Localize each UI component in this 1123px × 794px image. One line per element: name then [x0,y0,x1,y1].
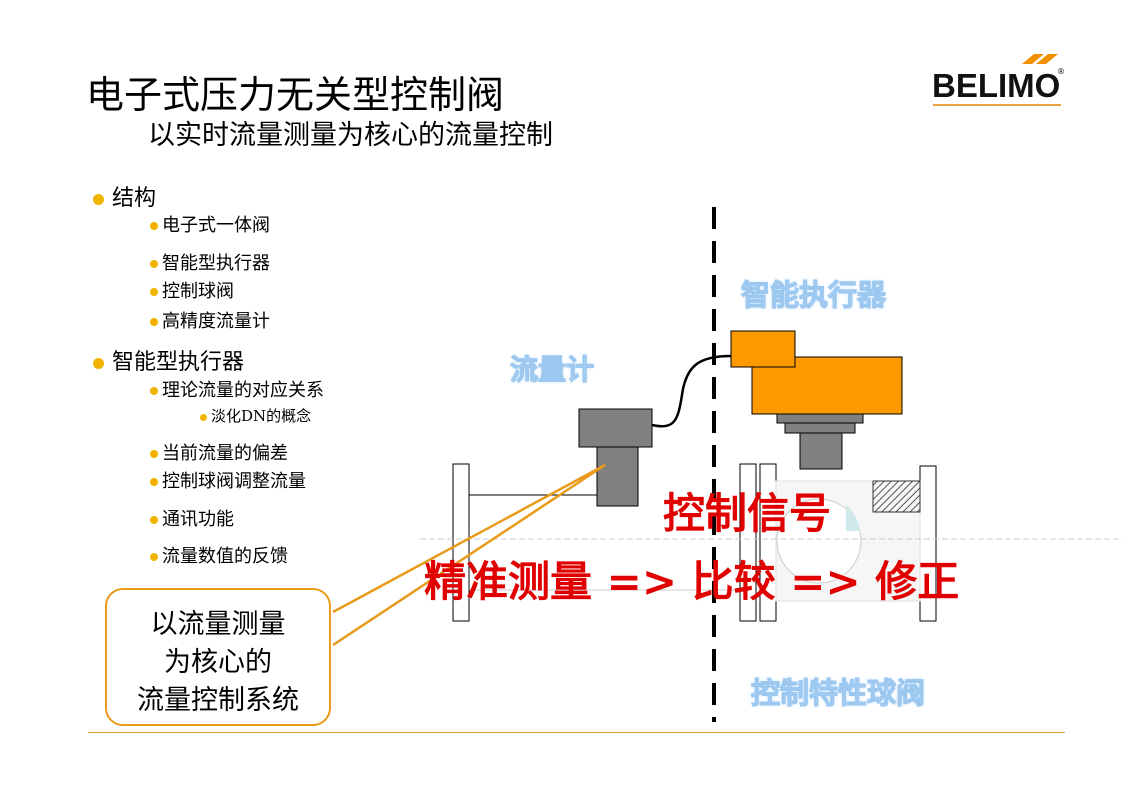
flowmeter [578,408,653,507]
svg-text:BELIMO: BELIMO [932,67,1060,104]
bullet-text: 智能型执行器 [112,350,245,375]
sub-bullet: 通讯功能 [150,505,234,531]
callout-line: 以流量测量 [150,609,286,640]
bullet-text: 流量数值的反馈 [162,546,288,567]
bullet-icon [150,553,158,561]
bullet-icon [150,222,158,230]
bullet-text: 智能型执行器 [162,253,270,274]
callout-line: 为核心的 [164,647,272,678]
bullet-text: 电子式一体阀 [162,215,270,236]
sub-bullet: 控制球阀 [150,277,234,303]
bullet-text: 通讯功能 [162,509,234,530]
bullet-icon [150,387,158,395]
sub-bullet: 电子式一体阀 [150,211,270,237]
bullet-icon [150,450,158,458]
bullet-icon [150,478,158,486]
bullet-icon [93,193,104,205]
bullet-icon [150,318,158,326]
sub-bullet: 智能型执行器 [150,249,270,275]
callout-box: 以流量测量 为核心的 流量控制系统 [105,588,331,726]
bullet-smart-actuator: 智能型执行器 [93,344,244,376]
sub-bullet: 流量数值的反馈 [150,542,288,568]
bullet-structure: 结构 [93,180,156,212]
bullet-text: 结构 [112,186,157,211]
footer-divider [88,732,1065,733]
bullet-text: 控制球阀调整流量 [162,471,306,492]
label-flowmeter: 流量计 [509,353,595,387]
bullet-icon [150,516,158,524]
bullet-icon [93,357,104,369]
belimo-logo: BELIMO ® [930,52,1065,108]
signal-cable [651,354,732,428]
ball-valve [775,480,921,602]
pipe [452,463,937,622]
actuator [730,330,903,470]
callout-line: 流量控制系统 [137,685,299,716]
flange-mid-1 [739,463,757,622]
bullet-text: 理论流量的对应关系 [162,380,324,401]
bullet-icon [150,260,158,268]
page-subtitle: 以实时流量测量为核心的流量控制 [148,120,553,151]
sub-bullet: 高精度流量计 [150,307,270,333]
process-label: 精准测量 => 比较 => 修正 [424,557,960,606]
sub-sub-bullet: 淡化DN的概念 [200,405,311,426]
bullet-icon [150,288,158,296]
sub-bullet: 当前流量的偏差 [150,439,288,465]
label-ball-valve: 控制特性球阀 [750,676,926,711]
bullet-text: 当前流量的偏差 [162,443,288,464]
bullet-text: 控制球阀 [162,281,234,302]
label-actuator: 智能执行器 [740,278,887,313]
bullet-icon [200,413,207,421]
bullet-text: 高精度流量计 [162,311,270,332]
sub-bullet: 控制球阀调整流量 [150,467,306,493]
bullet-text: 淡化DN的概念 [211,407,312,425]
page-title: 电子式压力无关型控制阀 [86,73,505,117]
logo-stripes-icon: BELIMO ® [932,54,1065,106]
svg-text:®: ® [1057,67,1065,76]
sub-bullet: 理论流量的对应关系 [150,376,324,402]
control-signal-label: 控制信号 [663,489,832,538]
callout-pointer [332,463,606,647]
